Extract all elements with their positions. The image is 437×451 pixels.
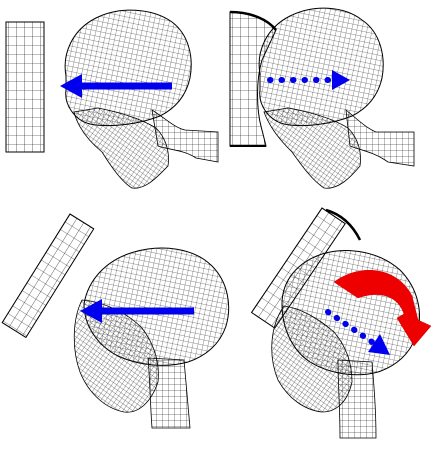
skull-mesh bbox=[258, 7, 384, 127]
translation-arrow bbox=[60, 74, 172, 98]
translation-arrow bbox=[325, 309, 390, 355]
rotation-arrow bbox=[333, 270, 432, 347]
impact-plate bbox=[5, 21, 45, 153]
panel-4 bbox=[250, 207, 432, 439]
skull-mesh bbox=[281, 250, 420, 376]
skull-mesh bbox=[83, 247, 230, 366]
face-mesh bbox=[73, 107, 169, 189]
translation-arrow bbox=[267, 70, 350, 90]
panel-3 bbox=[1, 213, 230, 429]
panel-1 bbox=[5, 9, 219, 189]
panel-2 bbox=[229, 7, 415, 189]
translation-arrow bbox=[80, 299, 194, 323]
impact-plate bbox=[1, 213, 95, 339]
skull-mesh bbox=[64, 9, 192, 127]
